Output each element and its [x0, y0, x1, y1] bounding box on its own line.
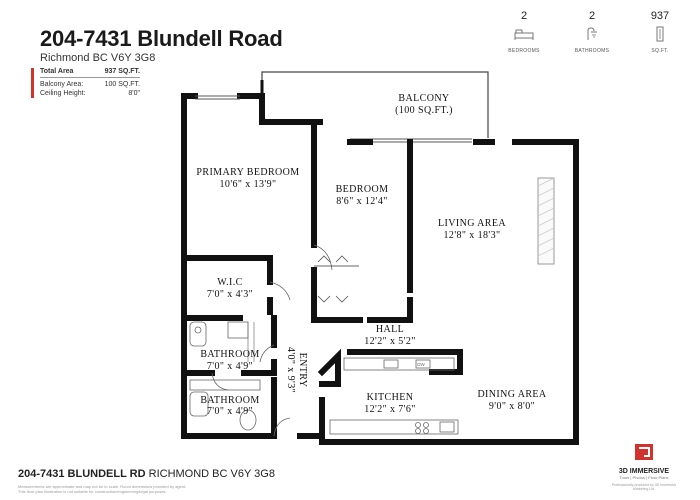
- page-subtitle: Richmond BC V6Y 3G8: [40, 52, 156, 64]
- walls: [181, 93, 579, 445]
- living-area-dim: 12'8" x 18'3": [444, 230, 501, 241]
- spec-summary: 2 BEDROOMS 2 BATHROOMS 937 SQ.FT.: [504, 10, 680, 54]
- balcony-name: BALCONY: [398, 93, 449, 104]
- entry-dim: 4'0" x 9'3": [285, 347, 296, 393]
- bed-icon: [504, 26, 544, 48]
- spec-area: 937 SQ.FT.: [640, 10, 680, 54]
- area-icon: [640, 26, 680, 48]
- kitchen-dim: 12'2" x 7'6": [364, 404, 416, 415]
- hall-name: HALL: [376, 324, 404, 335]
- living-area-name: LIVING AREA: [438, 218, 506, 229]
- primary-bedroom-name: PRIMARY BEDROOM: [196, 167, 299, 178]
- dining-area-name: DINING AREA: [477, 389, 546, 400]
- brand-logo-icon: [604, 443, 684, 466]
- bathroom-1-dim: 7'0" x 4'9": [207, 361, 253, 372]
- balcony-dim: (100 SQ.FT.): [395, 105, 453, 116]
- bathroom-1-name: BATHROOM: [200, 349, 259, 360]
- bathroom-fixtures: [189, 321, 261, 431]
- dishwasher-label: DW: [417, 362, 425, 367]
- kitchen-fixtures: [329, 357, 459, 435]
- spec-bathrooms: 2 BATHROOMS: [572, 10, 612, 54]
- bedroom-dim: 8'6" x 12'4": [336, 196, 388, 207]
- wic-dim: 7'0" x 4'3": [207, 289, 253, 300]
- hall-dim: 12'2" x 5'2": [364, 336, 416, 347]
- balcony-outline: [260, 71, 489, 143]
- stat-balcony-area: Balcony Area: 100 SQ.FT.: [40, 81, 140, 88]
- primary-bedroom-dim: 10'6" x 13'9": [220, 179, 277, 190]
- entry-name: ENTRY: [297, 353, 308, 388]
- spec-bedrooms: 2 BEDROOMS: [504, 10, 544, 54]
- stat-total-area: Total Area 937 SQ.FT.: [40, 67, 140, 78]
- wic-name: W.I.C: [217, 277, 243, 288]
- bathroom-2-name: BATHROOM: [200, 395, 259, 406]
- stat-ceiling-height: Ceiling Height: 8'0": [40, 90, 140, 97]
- kitchen-name: KITCHEN: [367, 392, 414, 403]
- room-labels: BALCONY (100 SQ.FT.) PRIMARY BEDROOM 10'…: [196, 93, 546, 417]
- fireplace: [537, 177, 555, 265]
- property-stats: Total Area 937 SQ.FT. Balcony Area: 100 …: [40, 67, 140, 98]
- brand-block: 3D IMMERSIVE Tours | Photos | Floor Plan…: [604, 443, 684, 491]
- dining-area-dim: 9'0" x 8'0": [489, 401, 535, 412]
- bathroom-2-dim: 7'0" x 4'9": [207, 406, 253, 417]
- disclaimer: Measurements are approximate and may not…: [18, 484, 187, 494]
- shower-icon: [572, 26, 612, 48]
- bedroom-name: BEDROOM: [336, 184, 389, 195]
- page-title: 204-7431 Blundell Road: [40, 26, 283, 51]
- footer-address: 204-7431 BLUNDELL RD RICHMOND BC V6Y 3G8: [18, 468, 275, 480]
- accent-bar: [31, 68, 34, 98]
- door-swings: [195, 95, 359, 437]
